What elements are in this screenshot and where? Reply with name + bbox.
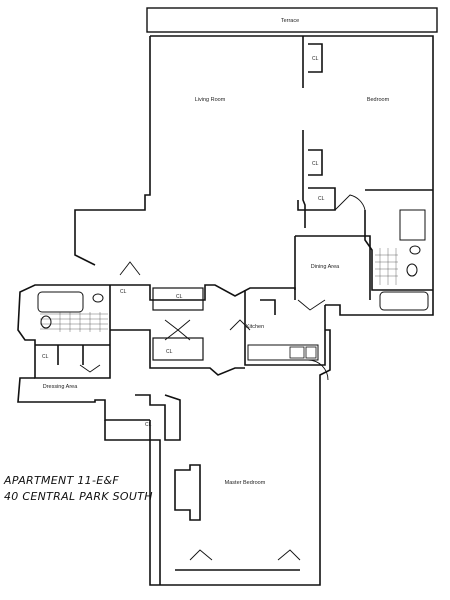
master-left-wall [104,420,161,585]
dressing-closets [35,344,110,365]
foyer-closet-1 [152,287,204,311]
label-living-room: Living Room [195,97,226,103]
foyer-wall-upper [110,284,296,301]
left-bath-wall [17,284,111,379]
dining-wall [294,235,371,300]
stove [289,346,305,359]
bedroom-tub [379,291,429,311]
apartment-title: APARTMENT 11-E&F [3,474,119,487]
label-closet: CL [166,349,173,355]
foyer-wall-lower [110,329,245,376]
label-kitchen: Kitchen [246,324,264,330]
terrace-outline [146,7,438,33]
door-arc [277,549,301,561]
label-master-bedroom: Master Bedroom [225,480,266,486]
label-closet: CL [145,422,152,428]
door-arc [119,261,141,276]
bedroom-bath [364,189,433,291]
label-dining-area: Dining Area [311,264,340,270]
master-bedroom-outer [149,329,331,586]
door-arc [334,194,366,211]
door-arc [164,319,191,331]
door-arc [79,364,101,373]
label-dressing-area: Dressing Area [43,384,78,390]
label-terrace: Terrace [281,18,299,24]
label-closet: CL [42,354,49,360]
left-sink [92,293,104,303]
label-closet: CL [120,289,127,295]
label-closet: CL [176,294,183,300]
bedroom-toilet [406,263,418,277]
label-closet: CL [312,56,319,62]
label-bedroom: Bedroom [367,97,390,103]
door-arc [297,299,326,311]
foyer-closet-2 [152,337,204,361]
kitchen-wall [244,290,326,366]
bedroom-sink [409,245,421,255]
label-closet: CL [312,161,319,167]
left-toilet [40,315,52,329]
kitchen-sink [305,346,317,359]
shower [399,209,426,241]
label-closet: CL [318,196,325,202]
tile-grid [40,312,108,332]
living-left-wall [74,36,151,266]
kitchen-counter [247,344,319,361]
master-bay [174,464,201,521]
bedroom-closet-mid [308,149,323,176]
bedroom-closet-top [308,43,323,73]
tile-grid [375,248,398,285]
door-arc [307,359,329,381]
upper-outer-wall [150,35,434,316]
door-arc [189,549,213,561]
dressing-area-wall [17,377,150,421]
living-bedroom-wall [302,36,306,228]
left-tub [37,291,84,313]
door-arc [229,319,251,331]
door-arc [164,329,191,341]
apartment-address: 40 CENTRAL PARK SOUTH [4,490,153,503]
master-closet [135,394,181,441]
